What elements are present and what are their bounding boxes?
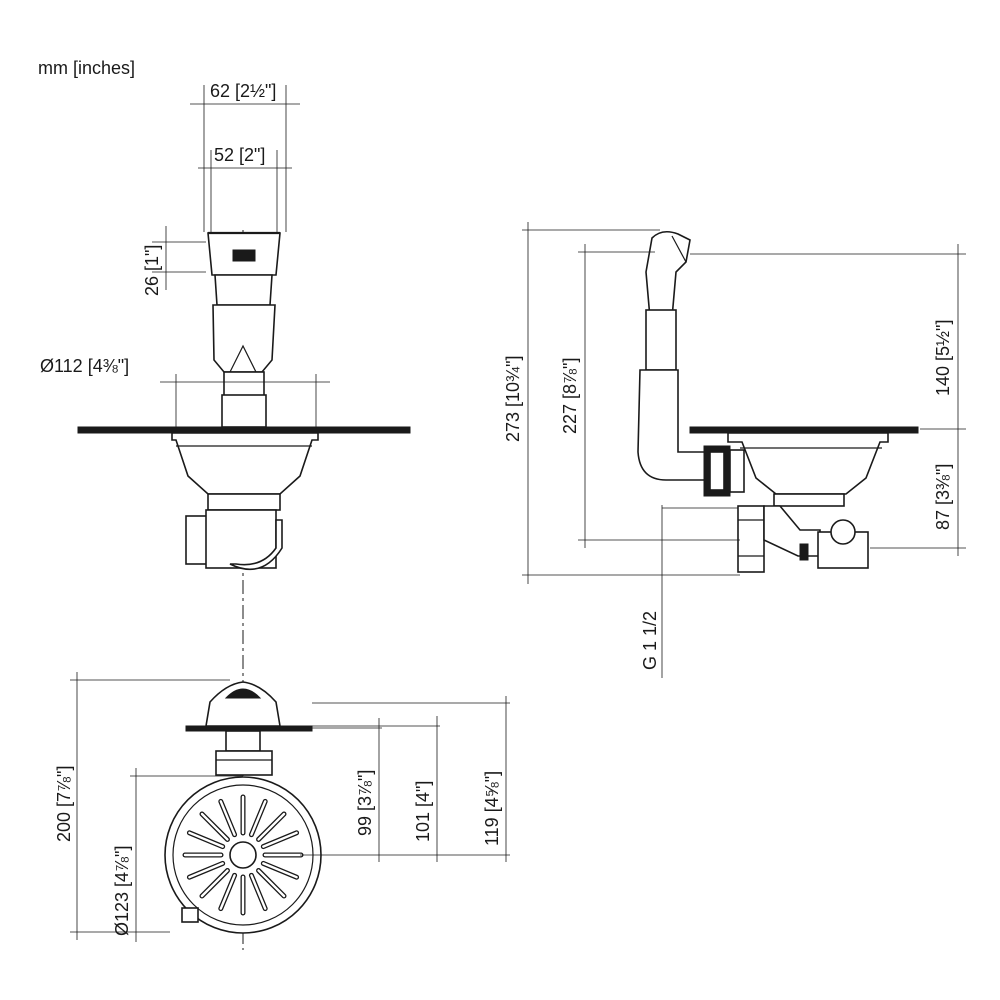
- top-connector: [225, 730, 261, 752]
- side-sink-plate: [689, 426, 919, 434]
- side-outlet-neck: [773, 493, 845, 507]
- dim-height-200: 200 [7⅞"]: [54, 766, 74, 842]
- strainer-slot: [188, 831, 224, 848]
- strainer-slot: [257, 869, 286, 898]
- dim-depth-101: 101 [4"]: [413, 781, 433, 842]
- body-tube: [212, 304, 276, 373]
- strainer-bowl: [171, 432, 319, 495]
- strainer-slot: [200, 812, 229, 841]
- strainer-slot: [250, 874, 267, 910]
- side-strainer-bowl: [727, 432, 889, 495]
- cable-bend: [637, 369, 711, 481]
- strainer-slot: [250, 800, 267, 836]
- outlet-pipe: [737, 505, 765, 573]
- dim-height-140: 140 [5½"]: [933, 320, 953, 396]
- strainer-slot: [262, 831, 298, 848]
- thread-label: G 1 1/2: [640, 611, 660, 670]
- dim-width-top: 62 [2½"]: [210, 81, 276, 101]
- dim-height-small: 26 [1"]: [142, 245, 162, 296]
- cable-sleeve: [645, 309, 677, 371]
- side-fitting: [185, 515, 209, 565]
- rod-lower: [221, 394, 267, 428]
- strainer-slot: [188, 862, 224, 879]
- neck: [214, 274, 273, 306]
- dim-width-inner: 52 [2"]: [214, 145, 265, 165]
- strainer-slot: [219, 874, 236, 910]
- strainer-slot: [257, 812, 286, 841]
- remote-head: [645, 230, 691, 321]
- units-label: mm [inches]: [38, 58, 135, 78]
- front-view: 62 [2½"] 52 [2"] 26 [1"] Ø112 [4⅜"]: [40, 81, 411, 680]
- top-knob: [205, 681, 281, 727]
- overflow-connector: [830, 519, 856, 545]
- strainer-slot: [262, 862, 298, 879]
- dim-total-height: 273 [10¾"]: [503, 356, 523, 442]
- outlet-neck: [207, 493, 281, 511]
- top-view: 200 [7⅞"] Ø123 [4⅞"] 99 [3⅞"] 101 [4"] 1…: [54, 672, 510, 950]
- strainer-slot: [219, 800, 236, 836]
- waste-elbow: [229, 519, 283, 571]
- dim-diameter-strainer: Ø123 [4⅞"]: [112, 846, 132, 936]
- dim-depth-119: 119 [4⅝"]: [482, 771, 502, 846]
- strainer-slot: [200, 869, 229, 898]
- side-view: 273 [10¾"] 227 [8⅞"] 140 [5½"] 87 [3⅜"] …: [503, 222, 966, 678]
- dim-diameter-plate: Ø112 [4⅜"]: [40, 356, 129, 376]
- dim-depth-99: 99 [3⅞"]: [355, 770, 375, 836]
- dim-height-227: 227 [8⅞"]: [560, 358, 580, 434]
- brand-logo: [232, 249, 256, 262]
- dim-height-87: 87 [3⅜"]: [933, 464, 953, 530]
- overflow-link: [763, 505, 821, 557]
- top-nut: [215, 750, 273, 776]
- strainer-center: [229, 841, 257, 869]
- strainer-slots: [182, 794, 304, 916]
- cable-connector: [729, 449, 745, 493]
- sink-plate: [77, 426, 411, 434]
